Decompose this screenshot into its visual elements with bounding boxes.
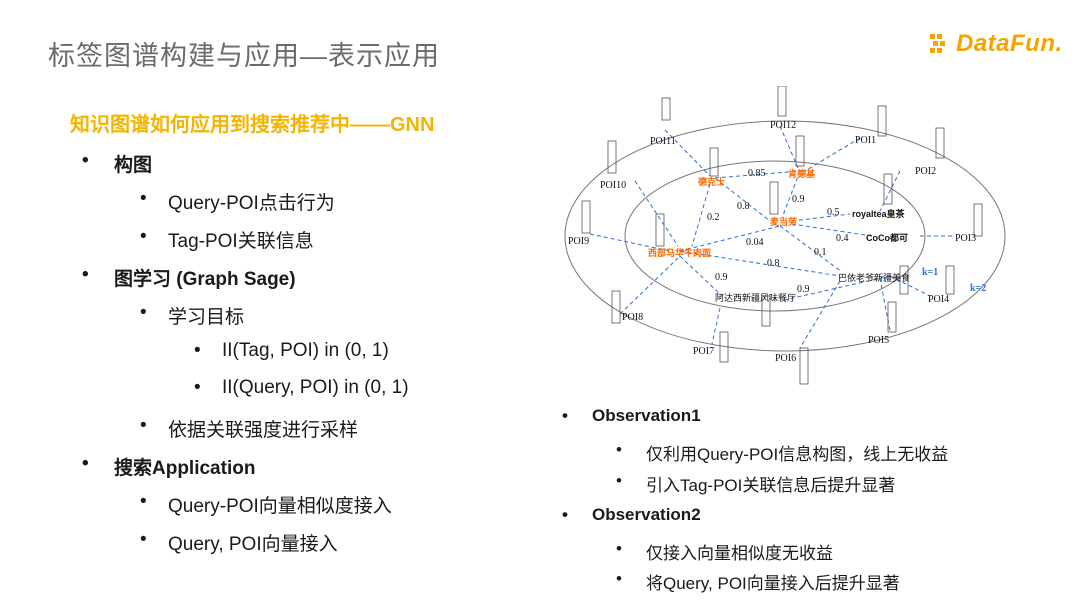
weight-label: 0.8 xyxy=(737,201,750,212)
node-kfc: 肯德基 xyxy=(788,168,816,179)
weight-label: 0.5 xyxy=(827,207,840,218)
poi-vectors xyxy=(581,86,983,385)
weight-label: 0.1 xyxy=(814,247,827,258)
observation1-point: •引入Tag-POI关联信息后提升显著 xyxy=(616,471,896,495)
bullet-graph-learning: •图学习 (Graph Sage) xyxy=(82,264,296,290)
observation2-title: •Observation2 xyxy=(562,505,701,524)
poi1-label: POI1 xyxy=(855,135,876,146)
poi2-label: POI2 xyxy=(915,166,936,177)
graph-edges xyxy=(589,125,955,349)
node-mcdonalds: 麦当劳 xyxy=(770,216,797,227)
observation1-title: •Observation1 xyxy=(562,406,701,425)
weight-label: 0.9 xyxy=(715,272,728,283)
weight-label: 0.04 xyxy=(746,237,764,248)
observation2-point: •仅接入向量相似度无收益 xyxy=(616,539,833,563)
bullet-tag-poi-range: •II(Tag, POI) in (0, 1) xyxy=(194,340,389,361)
datafun-logo: DataFun. xyxy=(930,30,1063,58)
ring-k2-label: k=2 xyxy=(970,283,986,294)
node-xinjiang-food: 巴依老爷新疆美食 xyxy=(838,272,910,283)
bullet-query-poi-range: •II(Query, POI) in (0, 1) xyxy=(194,377,409,398)
weight-label: 0.8 xyxy=(767,258,780,269)
section-subtitle: 知识图谱如何应用到搜索推荐中——GNN xyxy=(70,114,435,136)
poi11-label: POI11 xyxy=(650,136,676,147)
poi8-label: POI8 xyxy=(622,312,643,323)
weight-label: 0.85 xyxy=(748,168,766,179)
bullet-tag-poi-info: •Tag-POI关联信息 xyxy=(140,226,314,252)
observation1-point: •仅利用Query-POI信息构图，线上无收益 xyxy=(616,440,949,464)
node-beef-noodle: 西部马华牛肉面 xyxy=(648,247,711,258)
poi6-label: POI6 xyxy=(775,353,796,364)
poi10-label: POI10 xyxy=(600,180,626,191)
bullet-vector-similarity: •Query-POI向量相似度接入 xyxy=(140,491,392,517)
poi3-label: POI3 xyxy=(955,233,976,244)
graph-rings xyxy=(564,120,1006,352)
poi12-label: POI12 xyxy=(770,120,796,131)
bullet-search-application: •搜索Application xyxy=(82,453,256,479)
poi-labels: POI12 POI11 POI1 POI10 POI2 POI9 POI3 PO… xyxy=(568,120,976,364)
edge-weights: 0.85 0.8 0.9 0.2 0.5 0.4 0.04 0.1 0.8 0.… xyxy=(707,168,849,295)
bullet-query-poi-click: •Query-POI点击行为 xyxy=(140,188,335,214)
inner-node-labels: 德克士 肯德基 麦当劳 royaltea皇茶 CoCo都可 西部马华牛肉面 巴依… xyxy=(648,168,910,303)
bullet-sampling: •依据关联强度进行采样 xyxy=(140,415,359,441)
logo-dots-icon xyxy=(930,34,945,53)
weight-label: 0.9 xyxy=(797,284,810,295)
node-royaltea: royaltea皇茶 xyxy=(852,208,906,219)
poi9-label: POI9 xyxy=(568,236,589,247)
poi-tag-graph: POI12 POI11 POI1 POI10 POI2 POI9 POI3 PO… xyxy=(564,86,1006,385)
weight-label: 0.9 xyxy=(792,194,805,205)
bullet-construct-graph: •构图 xyxy=(82,150,153,176)
logo-text: DataFun. xyxy=(956,30,1063,57)
observation2-point: •将Query, POI向量接入后提升显著 xyxy=(616,569,900,593)
page-title: 标签图谱构建与应用—表示应用 xyxy=(48,41,440,71)
poi7-label: POI7 xyxy=(693,346,714,357)
bullet-vector-input: •Query, POI向量接入 xyxy=(140,529,338,555)
node-dicos: 德克士 xyxy=(698,176,725,187)
weight-label: 0.4 xyxy=(836,233,849,244)
bullet-learning-goal: •学习目标 xyxy=(140,302,245,328)
weight-label: 0.2 xyxy=(707,212,720,223)
poi4-label: POI4 xyxy=(928,294,949,305)
node-xinjiang-restaurant: 阿达西新疆风味餐厅 xyxy=(715,292,796,303)
node-coco: CoCo都可 xyxy=(866,232,908,243)
ring-k1-label: k=1 xyxy=(922,267,938,278)
poi5-label: POI5 xyxy=(868,335,889,346)
